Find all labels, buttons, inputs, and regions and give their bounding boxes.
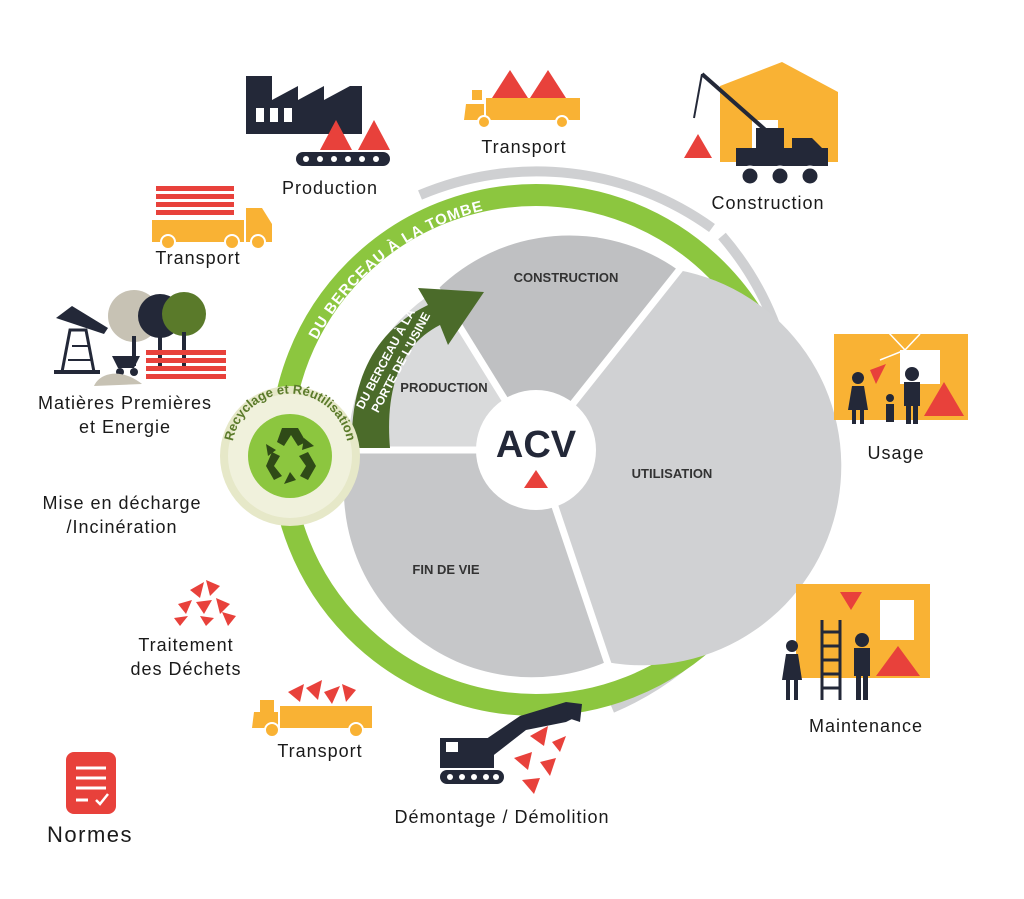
truck-icon-top bbox=[464, 70, 580, 129]
truck-icon-left bbox=[152, 186, 272, 250]
center-triangle-icon bbox=[524, 470, 548, 488]
factory-icon bbox=[246, 76, 390, 166]
sector-label-production: PRODUCTION bbox=[400, 380, 487, 395]
stage-label-traitement-2: des Déchets bbox=[130, 659, 242, 679]
maintenance-scene-icon bbox=[782, 584, 930, 700]
stage-label-decharge-2: /Incinération bbox=[66, 517, 178, 537]
sector-construction bbox=[437, 235, 678, 450]
sector-label-fin-de-vie: FIN DE VIE bbox=[412, 562, 480, 577]
truck-icon-bottom bbox=[252, 680, 372, 738]
stage-label-normes: Normes bbox=[46, 822, 134, 847]
stage-label-matieres-1: Matières Premières bbox=[37, 393, 213, 413]
excavator-icon bbox=[440, 702, 582, 794]
oil-pump-icon bbox=[54, 306, 108, 374]
center-circle bbox=[476, 390, 596, 510]
sector-utilisation bbox=[536, 270, 842, 666]
stage-label-transport-bottom: Transport bbox=[277, 741, 363, 761]
sector-label-utilisation: UTILISATION bbox=[632, 466, 713, 481]
stage-label-usage: Usage bbox=[867, 443, 925, 463]
stage-label-matieres-2: et Energie bbox=[78, 417, 172, 437]
stage-label-transport-top: Transport bbox=[481, 137, 567, 157]
document-icon bbox=[66, 752, 116, 814]
recycle-icon bbox=[266, 428, 316, 484]
trees-icon bbox=[94, 290, 226, 386]
stage-label-production: Production bbox=[281, 178, 379, 198]
stage-label-decharge-1: Mise en décharge bbox=[42, 493, 202, 513]
stage-label-construction: Construction bbox=[711, 193, 825, 213]
center-title: ACV bbox=[496, 424, 577, 466]
stage-label-demolition: Démontage / Démolition bbox=[394, 807, 610, 827]
stage-label-traitement-1: Traitement bbox=[138, 635, 234, 655]
usage-scene-icon bbox=[834, 331, 968, 424]
sector-label-construction: CONSTRUCTION bbox=[514, 270, 619, 285]
debris-icon bbox=[174, 580, 236, 626]
stage-label-transport-left: Transport bbox=[155, 248, 241, 268]
recycle-badge: Recyclage et Réutilisation bbox=[220, 382, 360, 526]
stage-label-maintenance: Maintenance bbox=[808, 716, 924, 736]
crane-truck-icon bbox=[684, 62, 838, 187]
